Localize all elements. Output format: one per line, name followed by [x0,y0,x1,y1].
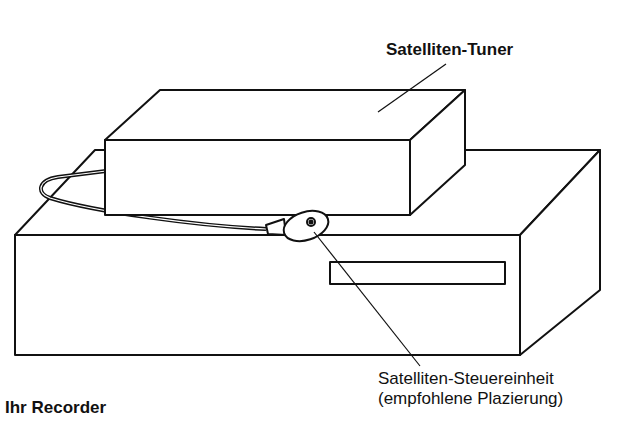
part-label: Satelliten-Tuner [386,40,513,60]
tuner-front [105,140,410,215]
control-unit-button [307,218,315,226]
recorder-slot [330,262,505,284]
control-unit-button-dot [310,221,313,224]
control-unit [280,206,332,247]
leader-line [314,232,420,366]
recorder-front [15,235,520,355]
tuner-top [105,90,465,140]
part-label: Satelliten-Steuereinheit (empfohlene Pla… [378,369,628,410]
part-label: Ihr Recorder [5,398,106,418]
tuner-side [410,90,465,215]
recorder-side [520,150,600,355]
leader-line [378,64,446,112]
